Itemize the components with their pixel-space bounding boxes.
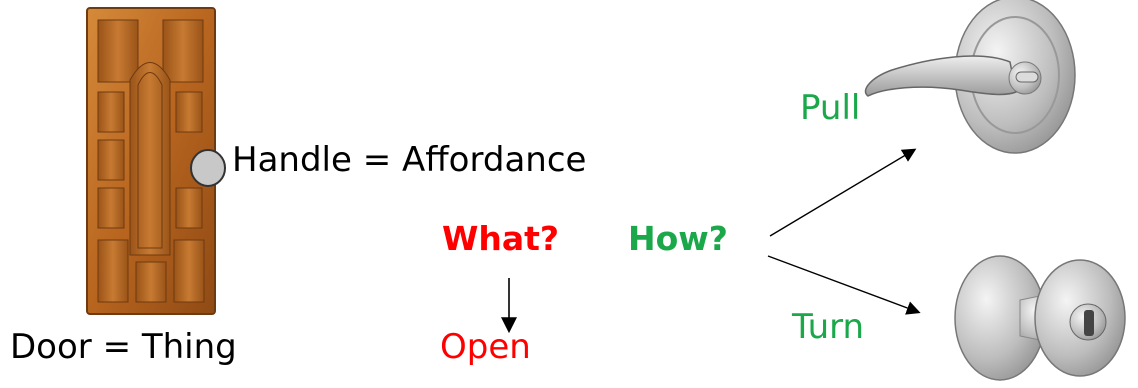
round-handle-icon	[190, 149, 226, 187]
how-label: How?	[628, 219, 728, 258]
lever-handle-icon	[864, 0, 1076, 154]
door-label: Door = Thing	[10, 327, 237, 367]
turn-label: Turn	[792, 307, 865, 347]
open-label: Open	[440, 327, 531, 367]
how-to-turn-arrow	[767, 255, 921, 315]
door-icon	[86, 7, 216, 315]
door-knob-icon	[954, 255, 1126, 381]
pull-label: Pull	[800, 88, 861, 128]
what-label: What?	[442, 219, 560, 258]
how-to-pull-arrow	[769, 148, 917, 237]
handle-label: Handle = Affordance	[232, 140, 587, 180]
